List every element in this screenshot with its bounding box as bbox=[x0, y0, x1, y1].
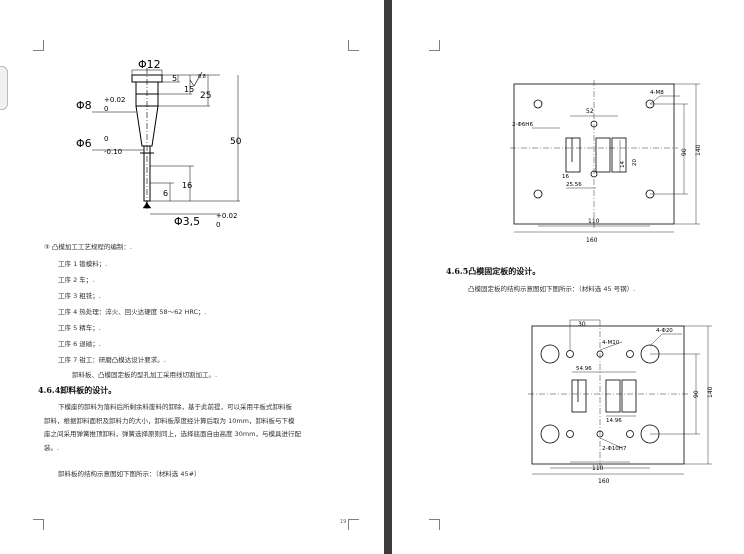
dim-16: 16 bbox=[182, 181, 192, 190]
process-step: 工序 5 精车；. bbox=[58, 324, 101, 332]
punch-plate-drawing: 30 4-M10 4-Φ20 54.96 14.96 2-Φ10H7 110 1… bbox=[528, 319, 714, 485]
process-step: 工序 3 粗铣；. bbox=[58, 292, 101, 300]
dim-d35-tol2: 0 bbox=[216, 221, 220, 229]
section-paragraph: 下模座的卸料为落料后所剩余料废料的卸除，基于此前提，可以采用平板式卸料板 卸料，… bbox=[44, 401, 353, 455]
dim-54-96: 54.96 bbox=[576, 366, 592, 372]
dim-6: 6 bbox=[163, 189, 168, 198]
dim-d6-tol2: -0.10 bbox=[104, 148, 122, 156]
dim-90: 90 bbox=[681, 148, 688, 156]
paragraph-line: 卸料，根据卸料面积及卸料力的大小，卸料板厚度经计算后取为 10mm，卸料板与下模 bbox=[44, 416, 295, 425]
dim-d8-tol: +0.02 bbox=[104, 96, 125, 104]
process-step: 工序 6 退磁；. bbox=[58, 340, 101, 348]
label-4-m8: 4-M8 bbox=[650, 90, 664, 96]
dim-15: 15 bbox=[184, 85, 194, 94]
dim-14: 14 bbox=[620, 161, 626, 168]
dim-90: 90 bbox=[693, 390, 700, 398]
dim-160: 160 bbox=[586, 237, 598, 244]
dim-d8-tol2: 0 bbox=[104, 105, 108, 113]
label-2-hole: 2-Φ6H6 bbox=[512, 122, 533, 128]
paragraph-line: 座之间采用弹簧推顶卸料，弹簧选择原则同上，选择底面自由高度 30mm，与模具进行… bbox=[44, 430, 302, 438]
figure-caption: 卸料板的结构示意图如下图所示：（材料选 45#） bbox=[58, 470, 201, 478]
label-2-hole: 2-Φ10H7 bbox=[602, 446, 627, 452]
dim-d35: Φ3,5 bbox=[174, 215, 200, 228]
dim-160: 160 bbox=[598, 478, 610, 485]
dim-16: 16 bbox=[562, 174, 569, 180]
process-step: 工序 2 车；. bbox=[58, 276, 95, 284]
dim-14-96: 14.96 bbox=[606, 418, 622, 424]
margin-corner-mark bbox=[429, 40, 440, 51]
dim-110: 110 bbox=[592, 465, 604, 472]
punch-drawing: Φ12 Φ8 +0.02 0 Φ6 0 -0.10 Φ3,5 +0.02 0 5… bbox=[76, 58, 242, 229]
margin-corner-mark bbox=[33, 519, 44, 530]
dim-d35-tol: +0.02 bbox=[216, 212, 237, 220]
right-page: 4-M8 2-Φ6H6 52 16 14 20 25.56 110 160 90… bbox=[392, 0, 744, 554]
dim-52: 52 bbox=[586, 108, 594, 115]
scroll-handle[interactable] bbox=[0, 66, 8, 110]
dim-d8: Φ8 bbox=[76, 99, 92, 112]
dim-30: 30 bbox=[578, 321, 586, 328]
dim-d6-tol: 0 bbox=[104, 135, 108, 143]
process-step: 工序 4 热处理：淬火、回火达硬度 58～62 HRC；. bbox=[58, 308, 207, 316]
stripper-plate-drawing: 4-M8 2-Φ6H6 52 16 14 20 25.56 110 160 90… bbox=[510, 80, 702, 244]
label-4-m10: 4-M10 bbox=[602, 340, 620, 346]
dim-50: 50 bbox=[230, 137, 242, 147]
margin-corner-mark bbox=[33, 40, 44, 51]
section-heading-4-6-5: 4.6.5凸模固定板的设计。 bbox=[446, 266, 541, 276]
dim-110: 110 bbox=[588, 218, 600, 225]
dim-20: 20 bbox=[632, 159, 638, 166]
margin-corner-mark bbox=[348, 519, 359, 530]
paragraph-line: 装。. bbox=[44, 443, 60, 452]
dim-25: 25 bbox=[200, 91, 211, 101]
page-gutter bbox=[384, 0, 392, 554]
process-step: 工序 1 锻模料；. bbox=[58, 260, 108, 268]
process-step: 工序 7 钳工：研磨凸模达设计要求。. bbox=[58, 356, 166, 364]
page-number: 19 bbox=[340, 519, 347, 525]
dim-25-56: 25.56 bbox=[566, 182, 582, 188]
dim-d6: Φ6 bbox=[76, 137, 92, 150]
section-heading-4-6-4: 4.6.4卸料板的设计。 bbox=[38, 385, 117, 395]
dim-d12: Φ12 bbox=[138, 58, 161, 71]
process-steps-title: ③ 凸模加工工艺规程的编制：. bbox=[44, 243, 132, 251]
label-4-d20: 4-Φ20 bbox=[656, 328, 673, 334]
dim-140: 140 bbox=[695, 144, 702, 156]
dim-140: 140 bbox=[707, 386, 714, 398]
machining-note: 卸料板、凸模固定板的型孔加工采用线切割加工。. bbox=[72, 371, 218, 379]
figure-caption: 凸模固定板的结构示意图如下图所示：（材料选 45 号钢）. bbox=[468, 285, 636, 293]
dim-5: 5 bbox=[172, 74, 177, 83]
datum-label: A bbox=[144, 201, 150, 210]
left-page: Φ12 Φ8 +0.02 0 Φ6 0 -0.10 Φ3,5 +0.02 0 5… bbox=[0, 40, 359, 530]
margin-corner-mark bbox=[348, 40, 359, 51]
paragraph-line: 下模座的卸料为落料后所剩余料废料的卸除，基于此前提，可以采用平板式卸料板 bbox=[58, 403, 292, 411]
roughness-value: 0.8 bbox=[198, 74, 206, 80]
margin-corner-mark bbox=[429, 519, 440, 530]
